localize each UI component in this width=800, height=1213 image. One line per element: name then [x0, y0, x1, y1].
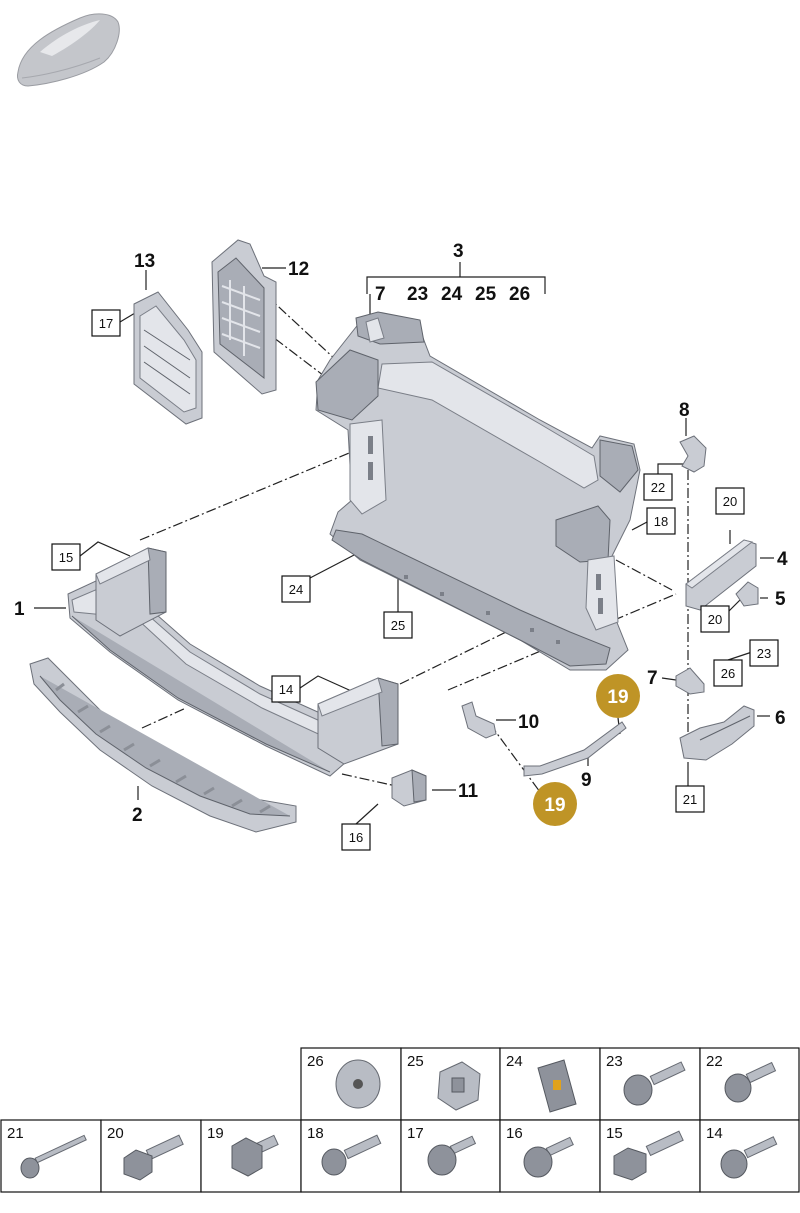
fastener-table: 26 25 24 23 22 — [0, 1047, 800, 1193]
svg-text:25: 25 — [407, 1053, 424, 1070]
boxed-label: 24 — [281, 575, 311, 603]
group-3-item: 25 — [475, 284, 497, 305]
boxed-label: 15 — [51, 543, 81, 571]
svg-text:24: 24 — [506, 1053, 523, 1070]
svg-text:20: 20 — [708, 612, 722, 627]
crash-box-left — [95, 547, 167, 637]
bracket-11 — [391, 769, 427, 807]
svg-text:19: 19 — [207, 1125, 224, 1142]
svg-text:26: 26 — [721, 666, 735, 681]
crash-box-right — [317, 677, 399, 765]
highlight-badge[interactable]: 19 — [533, 782, 577, 826]
label-part-6: 6 — [775, 708, 786, 729]
label-part-3: 3 — [453, 241, 464, 262]
svg-text:20: 20 — [723, 494, 737, 509]
svg-text:19: 19 — [607, 687, 628, 708]
svg-text:23: 23 — [757, 646, 771, 661]
fastener-cell[interactable]: 24 — [499, 1047, 601, 1121]
svg-text:21: 21 — [7, 1125, 24, 1142]
beam-4 — [685, 539, 757, 611]
label-part-4: 4 — [777, 549, 788, 570]
radiator-support-frame — [315, 311, 641, 671]
highlight-badges: 19 19 — [533, 674, 640, 826]
svg-text:22: 22 — [651, 480, 665, 495]
fastener-cell[interactable]: 20 — [100, 1119, 202, 1193]
energy-absorber — [29, 657, 297, 833]
label-part-9: 9 — [581, 770, 592, 791]
strut-9 — [523, 721, 627, 777]
svg-text:15: 15 — [59, 550, 73, 565]
svg-text:22: 22 — [706, 1053, 723, 1070]
bracket-6 — [679, 705, 755, 761]
fastener-cell[interactable]: 23 — [599, 1047, 701, 1121]
svg-text:26: 26 — [307, 1053, 324, 1070]
fastener-cell[interactable]: 14 — [699, 1119, 800, 1193]
svg-text:18: 18 — [307, 1125, 324, 1142]
svg-text:15: 15 — [606, 1125, 623, 1142]
boxed-labels: 14 15 16 17 18 20 20 21 22 23 24 25 26 — [51, 309, 779, 851]
boxed-label: 22 — [643, 473, 673, 501]
boxed-label: 26 — [713, 659, 743, 687]
svg-text:23: 23 — [606, 1053, 623, 1070]
svg-text:20: 20 — [107, 1125, 124, 1142]
svg-text:16: 16 — [349, 830, 363, 845]
svg-text:14: 14 — [279, 682, 293, 697]
fastener-cell[interactable]: 15 — [599, 1119, 701, 1193]
svg-text:18: 18 — [654, 514, 668, 529]
svg-text:14: 14 — [706, 1125, 723, 1142]
vehicle-thumbnail — [17, 13, 120, 87]
label-part-12: 12 — [288, 259, 309, 280]
label-part-13: 13 — [134, 251, 155, 272]
svg-text:17: 17 — [99, 316, 113, 331]
boxed-label: 14 — [271, 675, 301, 703]
boxed-label: 17 — [91, 309, 121, 337]
boxed-label: 20 — [700, 605, 730, 633]
label-part-1: 1 — [14, 599, 25, 620]
group-3-item: 26 — [509, 284, 530, 305]
boxed-label: 20 — [715, 487, 745, 515]
label-part-7: 7 — [647, 668, 658, 689]
fastener-cell[interactable]: 16 — [499, 1119, 601, 1193]
fastener-cell[interactable]: 21 — [0, 1119, 102, 1193]
svg-text:21: 21 — [683, 792, 697, 807]
label-part-11: 11 — [458, 781, 479, 802]
fastener-cell[interactable]: 22 — [699, 1047, 800, 1121]
svg-text:19: 19 — [544, 795, 565, 816]
label-part-5: 5 — [775, 589, 786, 610]
boxed-label: 25 — [383, 611, 413, 639]
svg-text:24: 24 — [289, 582, 303, 597]
fastener-cell[interactable]: 19 — [200, 1119, 302, 1193]
label-part-2: 2 — [132, 805, 143, 826]
fastener-cell[interactable]: 17 — [400, 1119, 501, 1193]
fastener-cell[interactable]: 25 — [400, 1047, 501, 1121]
boxed-label: 16 — [341, 823, 371, 851]
group-3-item: 7 — [375, 284, 386, 305]
group-3-item: 24 — [441, 284, 463, 305]
label-part-8: 8 — [679, 400, 690, 421]
group-3-item: 23 — [407, 284, 428, 305]
boxed-label: 21 — [675, 785, 705, 813]
bracket-7 — [675, 667, 705, 695]
assembly-lines — [34, 257, 774, 825]
highlight-badge[interactable]: 19 — [596, 674, 640, 718]
fastener-cell[interactable]: 26 — [300, 1047, 402, 1121]
bracket-10 — [461, 701, 497, 739]
svg-text:17: 17 — [407, 1125, 424, 1142]
group-3-items: 7 23 24 25 26 — [375, 284, 530, 305]
air-guide-12 — [211, 239, 277, 395]
svg-text:16: 16 — [506, 1125, 523, 1142]
main-labels: 1 2 3 4 5 6 7 8 9 10 11 12 13 — [14, 241, 788, 826]
label-part-10: 10 — [518, 712, 539, 733]
bracket-8 — [679, 435, 707, 473]
svg-text:25: 25 — [391, 618, 405, 633]
fastener-cell[interactable]: 18 — [300, 1119, 402, 1193]
boxed-label: 23 — [749, 639, 779, 667]
air-guide-13 — [133, 291, 203, 425]
boxed-label: 18 — [646, 507, 676, 535]
bracket-5 — [735, 581, 759, 607]
